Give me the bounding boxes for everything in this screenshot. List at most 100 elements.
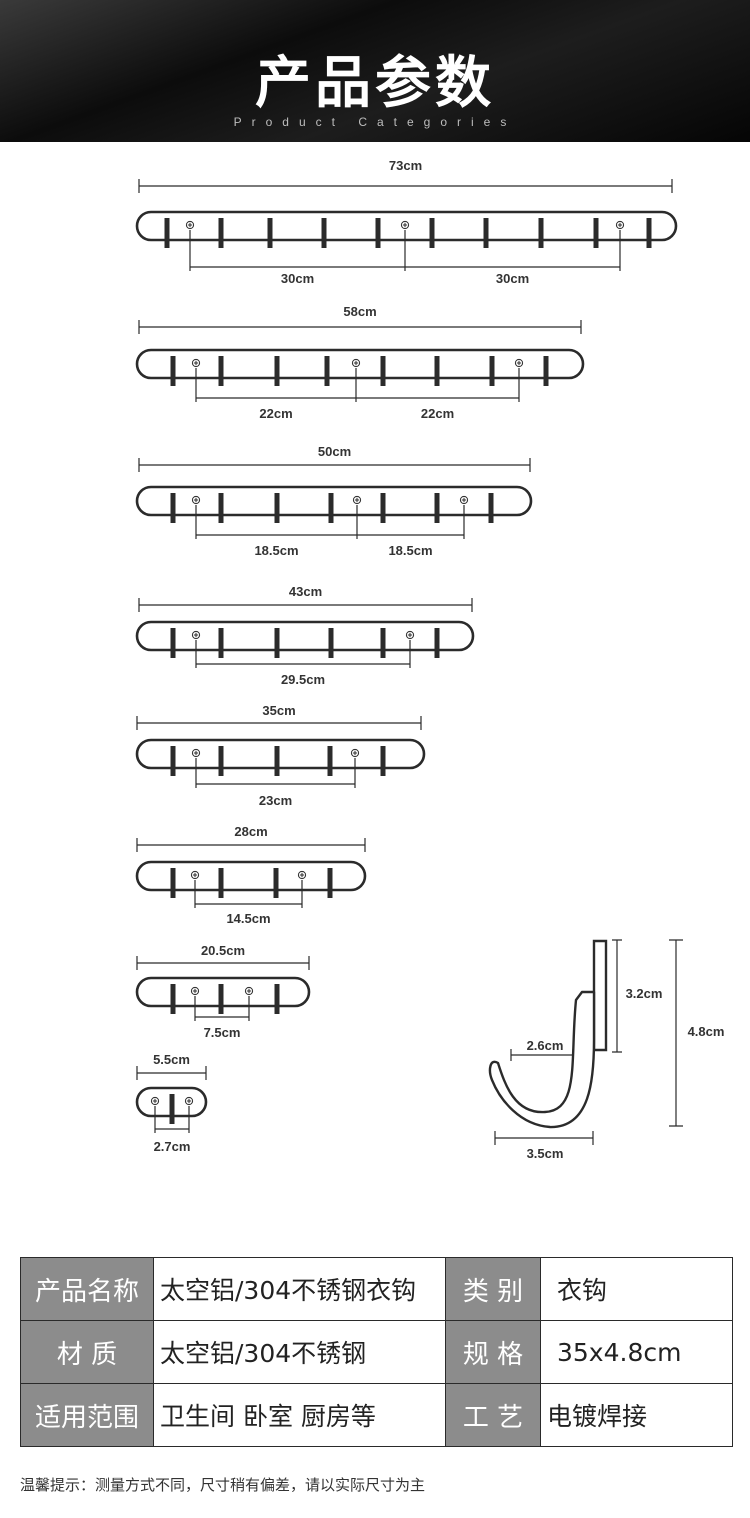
hook-post: [267, 218, 273, 248]
hook-post: [380, 746, 386, 776]
hook-post: [380, 356, 386, 386]
overall-dimension-line: [136, 838, 366, 852]
label-material: 材 质: [20, 1320, 154, 1384]
overall-dimension-line: [136, 716, 422, 730]
spacing-label: 29.5cm: [281, 672, 325, 687]
overall-dimension-line: [138, 179, 673, 193]
screw-hole-icon: [191, 358, 201, 368]
hook-post: [434, 356, 440, 386]
overall-dimension-line: [138, 320, 582, 334]
hook-post: [169, 1094, 175, 1124]
width-dimension-line: [494, 1131, 594, 1145]
table-row: 材 质 太空铝/304不锈钢 规 格 35x4.8cm: [20, 1320, 733, 1384]
height-top-dimension-line: [612, 939, 622, 1053]
hook-post: [489, 356, 495, 386]
overall-length-label: 50cm: [318, 444, 351, 459]
hook-post: [170, 746, 176, 776]
spacing-label: 23cm: [259, 793, 292, 808]
overall-length-label: 28cm: [234, 824, 267, 839]
page-title: 产品参数: [255, 51, 495, 116]
spacing-label: 7.5cm: [204, 1025, 241, 1040]
hook-post: [380, 493, 386, 523]
overall-dimension-line: [138, 458, 531, 472]
hook-post: [375, 218, 381, 248]
table-row: 产品名称 太空铝/304不锈钢衣钩 类 别 衣钩: [20, 1257, 733, 1321]
hook-post: [538, 218, 544, 248]
screw-hole-icon: [244, 986, 254, 996]
hook-post: [274, 746, 280, 776]
hook-post: [274, 356, 280, 386]
spacing-label: 2.7cm: [154, 1139, 191, 1154]
hook-gap-label: 2.6cm: [527, 1038, 564, 1053]
overall-length-label: 5.5cm: [153, 1052, 190, 1067]
hook-post: [324, 356, 330, 386]
hook-post: [218, 746, 224, 776]
screw-hole-icon: [351, 358, 361, 368]
rack-bar: [135, 348, 585, 380]
spacing-label: 30cm: [496, 271, 529, 286]
hook-width-label: 3.5cm: [527, 1146, 564, 1161]
screw-hole-icon: [405, 630, 415, 640]
label-product-name: 产品名称: [20, 1257, 154, 1321]
spacing-dimension-line: [195, 640, 411, 668]
spacing-dimension-line: [154, 1106, 190, 1133]
hook-post: [170, 356, 176, 386]
overall-dimension-line: [136, 956, 310, 970]
spacing-label: 18.5cm: [254, 543, 298, 558]
screw-hole-icon: [514, 358, 524, 368]
value-category: 衣钩: [540, 1257, 733, 1321]
hook-post: [483, 218, 489, 248]
overall-length-label: 58cm: [343, 304, 376, 319]
hook-height-total-label: 4.8cm: [688, 1024, 725, 1039]
hook-post: [273, 868, 279, 898]
gap-dimension-line: [510, 1049, 574, 1061]
hook-post: [488, 493, 494, 523]
rack-bar: [135, 620, 475, 652]
spacing-label: 22cm: [421, 406, 454, 421]
label-usage: 适用范围: [20, 1383, 154, 1447]
spacing-label: 14.5cm: [226, 911, 270, 926]
overall-dimension-line: [136, 1066, 207, 1080]
header-banner: 产品参数 Product Categories: [0, 0, 750, 142]
screw-hole-icon: [297, 870, 307, 880]
page-subtitle: Product Categories: [233, 115, 517, 129]
notice-text: 温馨提示：测量方式不同，尺寸稍有偏差，请以实际尺寸为主: [20, 1476, 426, 1494]
rack-bar: [135, 738, 426, 770]
hook-mounting-plate: [592, 939, 608, 1052]
hook-post: [327, 746, 333, 776]
hook-post: [434, 628, 440, 658]
screw-hole-icon: [350, 748, 360, 758]
spacing-dimension-line: [195, 505, 465, 539]
value-material: 太空铝/304不锈钢: [153, 1320, 446, 1384]
dimension-drawing: 73cm 30cm 30cm 58cm 22cm 22cm 50cm 18.5cm 18.5cm…: [135, 158, 725, 1161]
screw-hole-icon: [400, 220, 410, 230]
hook-post: [274, 984, 280, 1014]
spacing-label: 22cm: [259, 406, 292, 421]
spacing-dimension-line: [195, 368, 520, 402]
table-row: 适用范围 卫生间 卧室 厨房等 工 艺 电镀焊接: [20, 1383, 733, 1447]
hook-post: [593, 218, 599, 248]
overall-length-label: 73cm: [389, 158, 422, 173]
overall-length-label: 43cm: [289, 584, 322, 599]
hook-post: [170, 628, 176, 658]
label-size: 规 格: [445, 1320, 541, 1384]
hook-post: [543, 356, 549, 386]
spacing-label: 18.5cm: [388, 543, 432, 558]
rack-bar: [135, 485, 533, 517]
spec-table: 产品名称 太空铝/304不锈钢衣钩 类 别 衣钩 材 质 太空铝/304不锈钢 …: [20, 1257, 733, 1447]
hook-post: [218, 493, 224, 523]
value-craft: 电镀焊接: [540, 1383, 733, 1447]
value-product-name: 太空铝/304不锈钢衣钩: [153, 1257, 446, 1321]
screw-hole-icon: [191, 630, 201, 640]
hook-post: [328, 493, 334, 523]
spacing-dimension-line: [194, 996, 250, 1021]
hook-post: [164, 218, 170, 248]
overall-length-label: 20.5cm: [201, 943, 245, 958]
hook-profile: [488, 990, 596, 1129]
label-category: 类 别: [445, 1257, 541, 1321]
hook-post: [328, 628, 334, 658]
hook-post: [218, 218, 224, 248]
hook-post: [170, 984, 176, 1014]
spacing-label: 30cm: [281, 271, 314, 286]
screw-hole-icon: [352, 495, 362, 505]
